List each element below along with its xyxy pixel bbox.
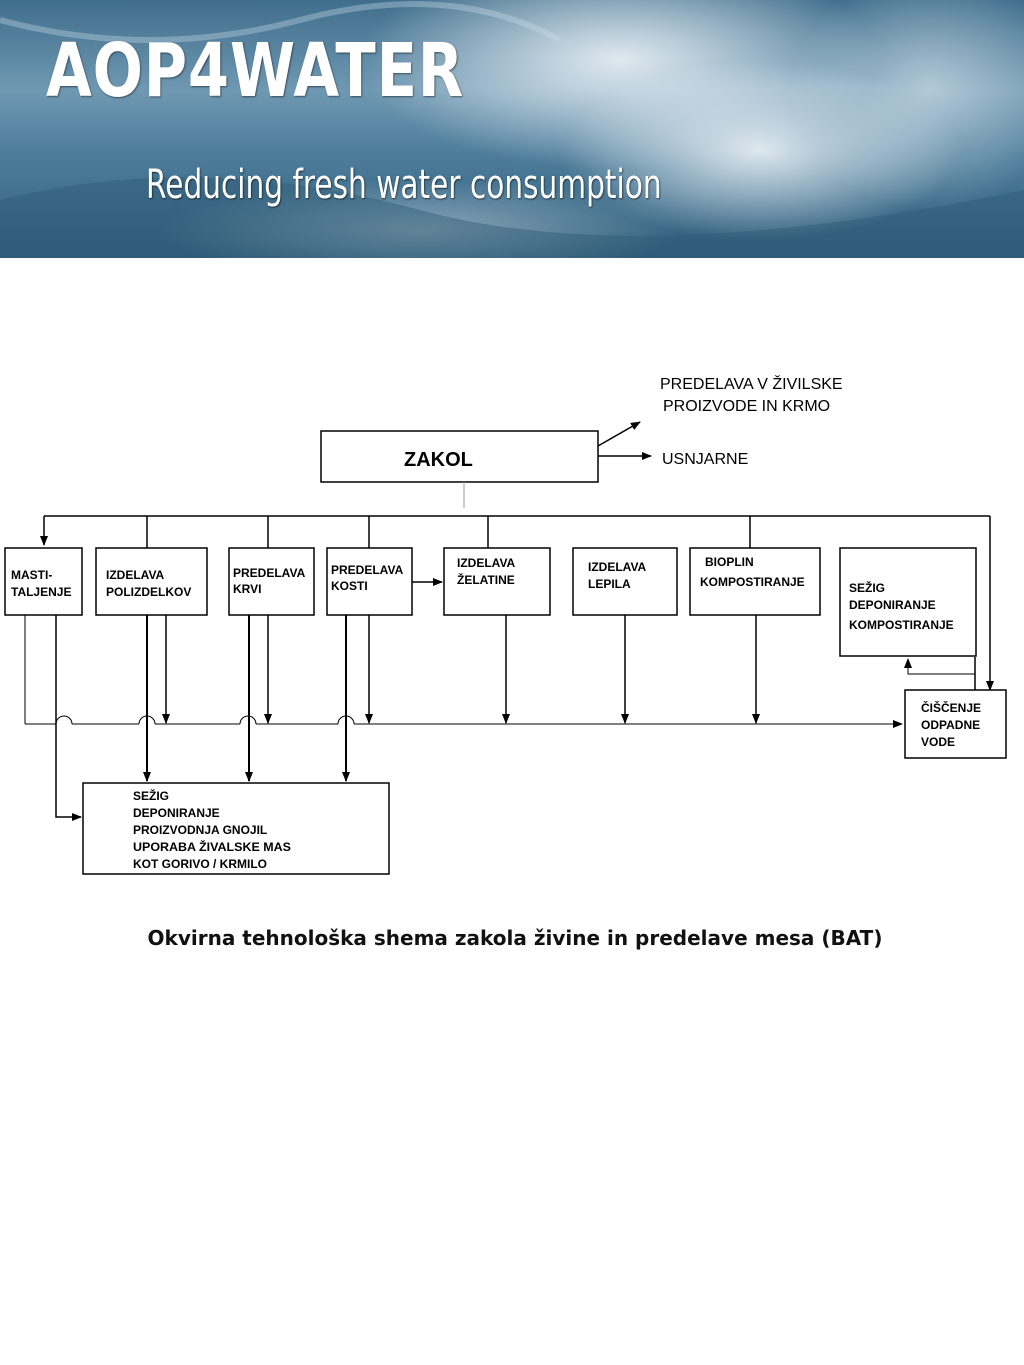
kosti-label-1: PREDELAVA	[331, 563, 404, 577]
box-bioplin	[689, 547, 821, 616]
box-sezig-right	[839, 547, 977, 657]
sezig-right-label-1: SEŽIG	[849, 580, 885, 595]
sezig-bottom-label-4: UPORABA ŽIVALSKE MAS	[133, 839, 291, 854]
ciscenje-label-2: ODPADNE	[921, 718, 980, 732]
sezig-bottom-label-3: PROIZVODNJA GNOJIL	[133, 823, 267, 837]
masti-label-2: TALJENJE	[11, 585, 71, 599]
output-food-line1: PREDELAVA V ŽIVILSKE	[660, 374, 843, 393]
zakol-label: ZAKOL	[404, 449, 473, 471]
krvi-label-1: PREDELAVA	[233, 566, 306, 580]
banner-title: AOP4WATER	[46, 28, 465, 114]
header-banner: AOP4WATER Reducing fresh water consumpti…	[0, 0, 1024, 258]
polizdelki-label-2: POLIZDELKOV	[106, 585, 191, 599]
polizdelki-label-1: IZDELAVA	[106, 568, 165, 582]
output-tannery: USNJARNE	[662, 451, 748, 468]
lepila-label-1: IZDELAVA	[588, 560, 647, 574]
diagram-caption: Okvirna tehnološka shema zakola živine i…	[147, 926, 883, 950]
zelatina-label-1: IZDELAVA	[457, 556, 516, 570]
box-ciscenje	[904, 689, 1007, 759]
bioplin-label-2: KOMPOSTIRANJE	[700, 575, 805, 589]
sezig-right-label-3: KOMPOSTIRANJE	[849, 618, 954, 632]
sezig-bottom-label-5: KOT GORIVO / KRMILO	[133, 857, 267, 871]
sezig-bottom-label-1: SEŽIG	[133, 788, 169, 803]
box-sezig-bottom	[82, 782, 390, 875]
box-masti	[4, 547, 83, 616]
zelatina-label-2: ŽELATINE	[457, 572, 515, 587]
wave-background-image	[0, 0, 1024, 258]
ciscenje-label-1: ČIŠČENJE	[921, 700, 981, 715]
box-krvi	[228, 547, 315, 616]
box-polizdelki	[95, 547, 208, 616]
output-food-line2: PROIZVODE IN KRMO	[663, 398, 830, 415]
lepila-label-2: LEPILA	[588, 577, 631, 591]
krvi-label-2: KRVI	[233, 582, 261, 596]
sezig-bottom-label-2: DEPONIRANJE	[133, 806, 220, 820]
masti-label-1: MASTI-	[11, 568, 52, 582]
box-zelatina	[443, 547, 551, 616]
sezig-right-label-2: DEPONIRANJE	[849, 598, 936, 612]
ciscenje-label-3: VODE	[921, 735, 955, 749]
banner-subtitle: Reducing fresh water consumption	[146, 162, 662, 208]
kosti-label-2: KOSTI	[331, 579, 368, 593]
bioplin-label-1: BIOPLIN	[705, 555, 754, 569]
